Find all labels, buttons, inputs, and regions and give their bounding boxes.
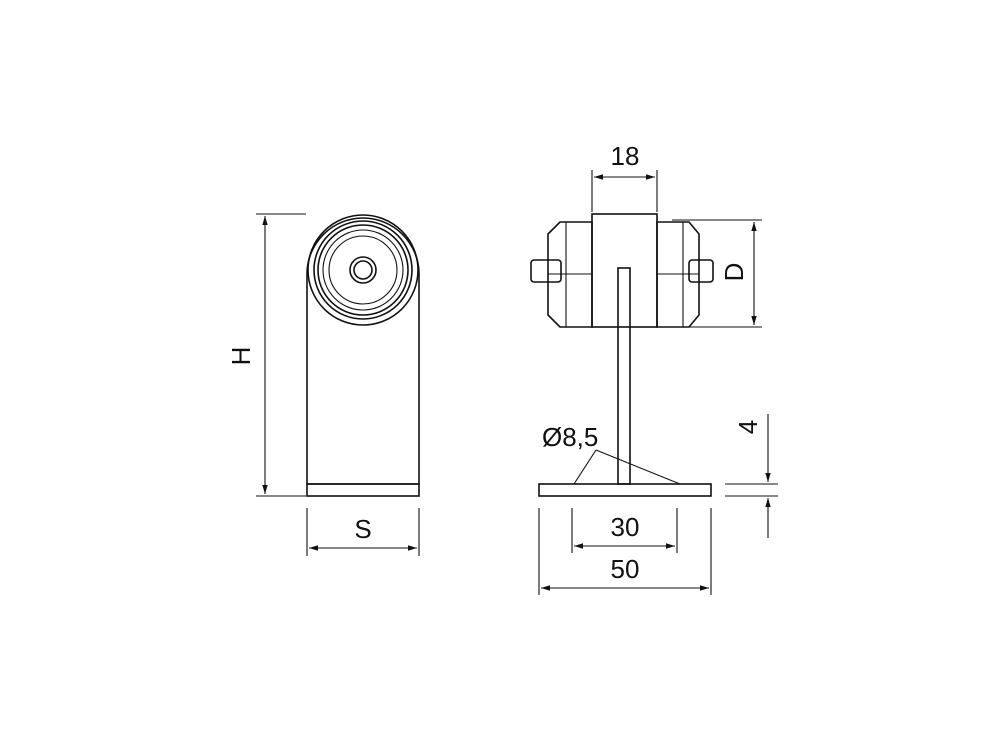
dim-label-4: 4 xyxy=(733,420,763,434)
dim-label-18: 18 xyxy=(611,141,640,171)
dim-label-diameter: Ø8,5 xyxy=(542,422,598,452)
dim-label-50: 50 xyxy=(611,554,640,584)
dim-label-d: D xyxy=(719,263,749,282)
dim-label-s: S xyxy=(354,514,371,544)
dim-label-h: H xyxy=(226,347,256,366)
side-view: H S xyxy=(226,213,420,556)
dim-label-30: 30 xyxy=(611,512,640,542)
front-view: 18 D Ø8,5 4 30 50 xyxy=(530,141,778,595)
